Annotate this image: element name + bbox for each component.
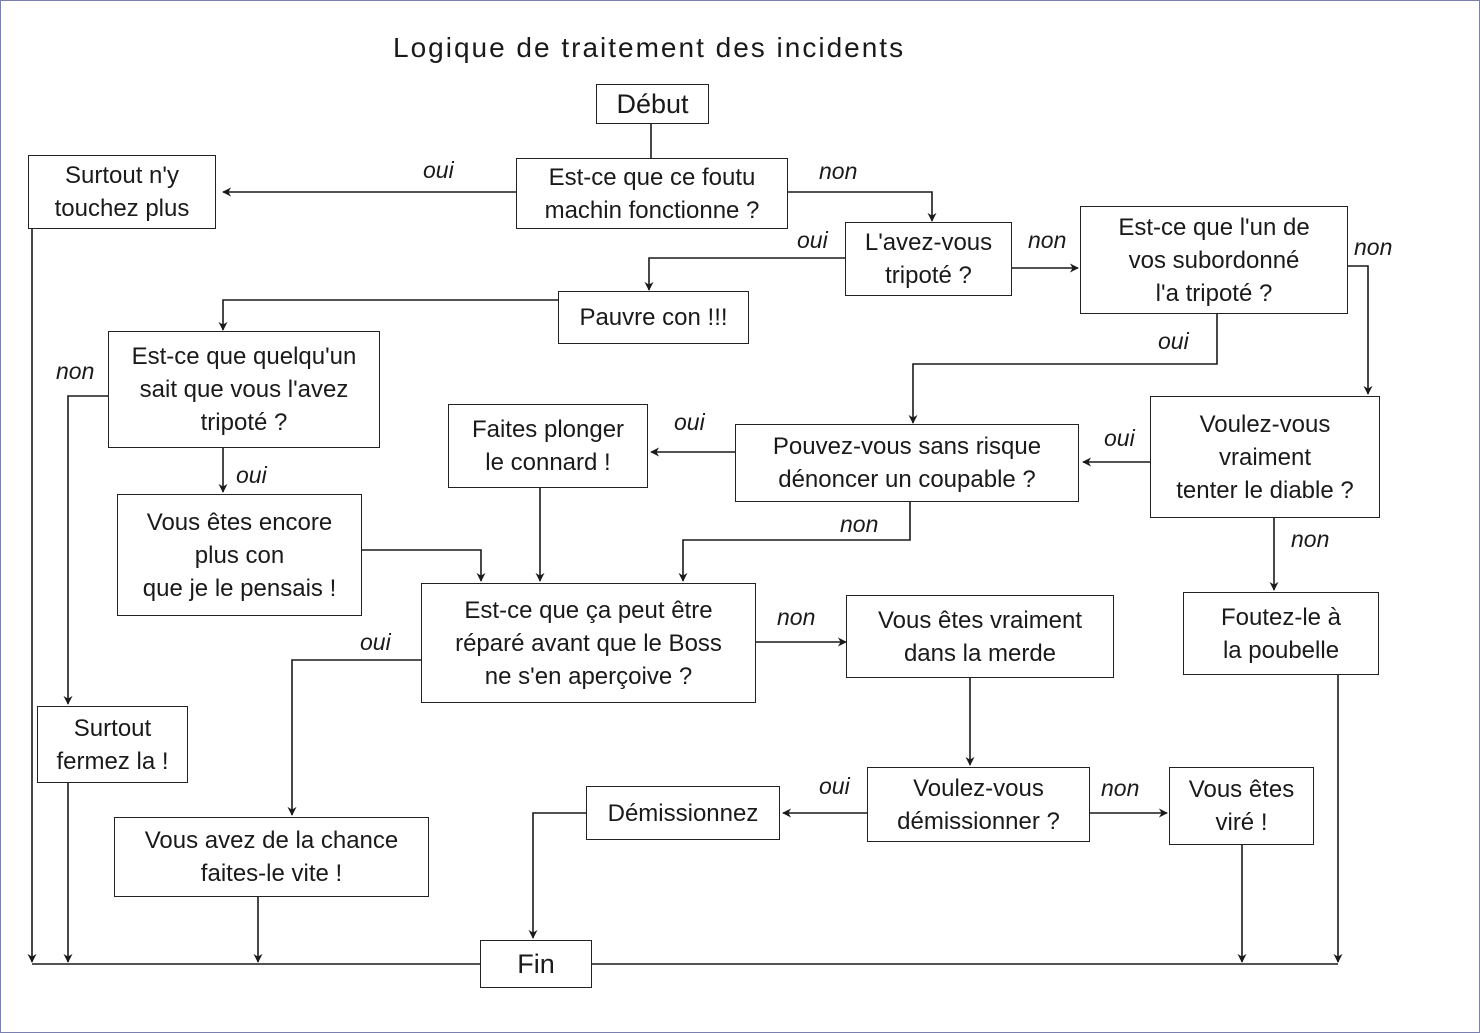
label-non-fonctionne: non xyxy=(819,158,858,184)
label-non-repare: non xyxy=(777,604,816,630)
label-oui-diable: oui xyxy=(1104,425,1135,451)
edge-subordonne-denoncer xyxy=(908,314,1218,424)
label-non-demissionner: non xyxy=(1101,775,1140,801)
label-oui-denoncer: oui xyxy=(674,409,705,435)
edge-demissionnez-fin xyxy=(528,812,586,939)
node-merde: Vous êtes vraiment dans la merde xyxy=(846,595,1114,678)
node-quelquun: Est-ce que quelqu'un sait que vous l'ave… xyxy=(108,331,380,448)
node-fermez: Surtout fermez la ! xyxy=(37,706,188,783)
node-pauvre: Pauvre con !!! xyxy=(558,291,749,344)
label-non-diable: non xyxy=(1291,526,1330,552)
label-oui-demissionner: oui xyxy=(819,773,850,799)
node-vire: Vous êtes viré ! xyxy=(1169,767,1314,845)
label-non-denoncer: non xyxy=(840,511,879,537)
label-non-quelquun: non xyxy=(56,358,95,384)
label-non-subordonne: non xyxy=(1354,234,1393,260)
node-tripote: L'avez-vous tripoté ? xyxy=(845,222,1012,296)
edge-repare-chance xyxy=(287,659,421,816)
edge-quelquun-fermez xyxy=(63,395,108,705)
edge-fonctionne-tripote xyxy=(788,191,937,222)
node-diable: Voulez-vous vraiment tenter le diable ? xyxy=(1150,396,1380,518)
edge-tripote-pauvre xyxy=(644,257,845,291)
edge-denoncer-repare xyxy=(678,502,911,582)
edge-pluscon-repare xyxy=(362,549,486,582)
node-plonger: Faites plonger le connard ! xyxy=(448,404,648,488)
label-non-tripote: non xyxy=(1028,227,1067,253)
node-demissionnez: Démissionnez xyxy=(586,786,780,840)
label-oui-repare: oui xyxy=(360,629,391,655)
node-poubelle: Foutez-le à la poubelle xyxy=(1183,592,1379,675)
edge-pauvre-quelquun xyxy=(218,299,558,331)
diagram-title: Logique de traitement des incidents xyxy=(393,32,906,63)
node-chance: Vous avez de la chance faites-le vite ! xyxy=(114,817,429,897)
node-fonctionne: Est-ce que ce foutu machin fonctionne ? xyxy=(516,158,788,229)
node-touchez: Surtout n'y touchez plus xyxy=(28,155,216,229)
node-demissionner: Voulez-vous démissionner ? xyxy=(867,767,1090,842)
label-oui-tripote: oui xyxy=(797,227,828,253)
label-oui-quelquun: oui xyxy=(236,462,267,488)
label-oui-fonctionne: oui xyxy=(423,157,454,183)
node-fin: Fin xyxy=(480,940,592,988)
node-subordonne: Est-ce que l'un de vos subordonné l'a tr… xyxy=(1080,206,1348,314)
node-debut: Début xyxy=(596,84,709,124)
label-oui-subordonne: oui xyxy=(1158,328,1189,354)
node-repare: Est-ce que ça peut être réparé avant que… xyxy=(421,583,756,703)
edge-subordonne-diable xyxy=(1348,265,1373,395)
node-plus-con: Vous êtes encore plus con que je le pens… xyxy=(117,494,362,616)
node-denoncer: Pouvez-vous sans risque dénoncer un coup… xyxy=(735,424,1079,502)
